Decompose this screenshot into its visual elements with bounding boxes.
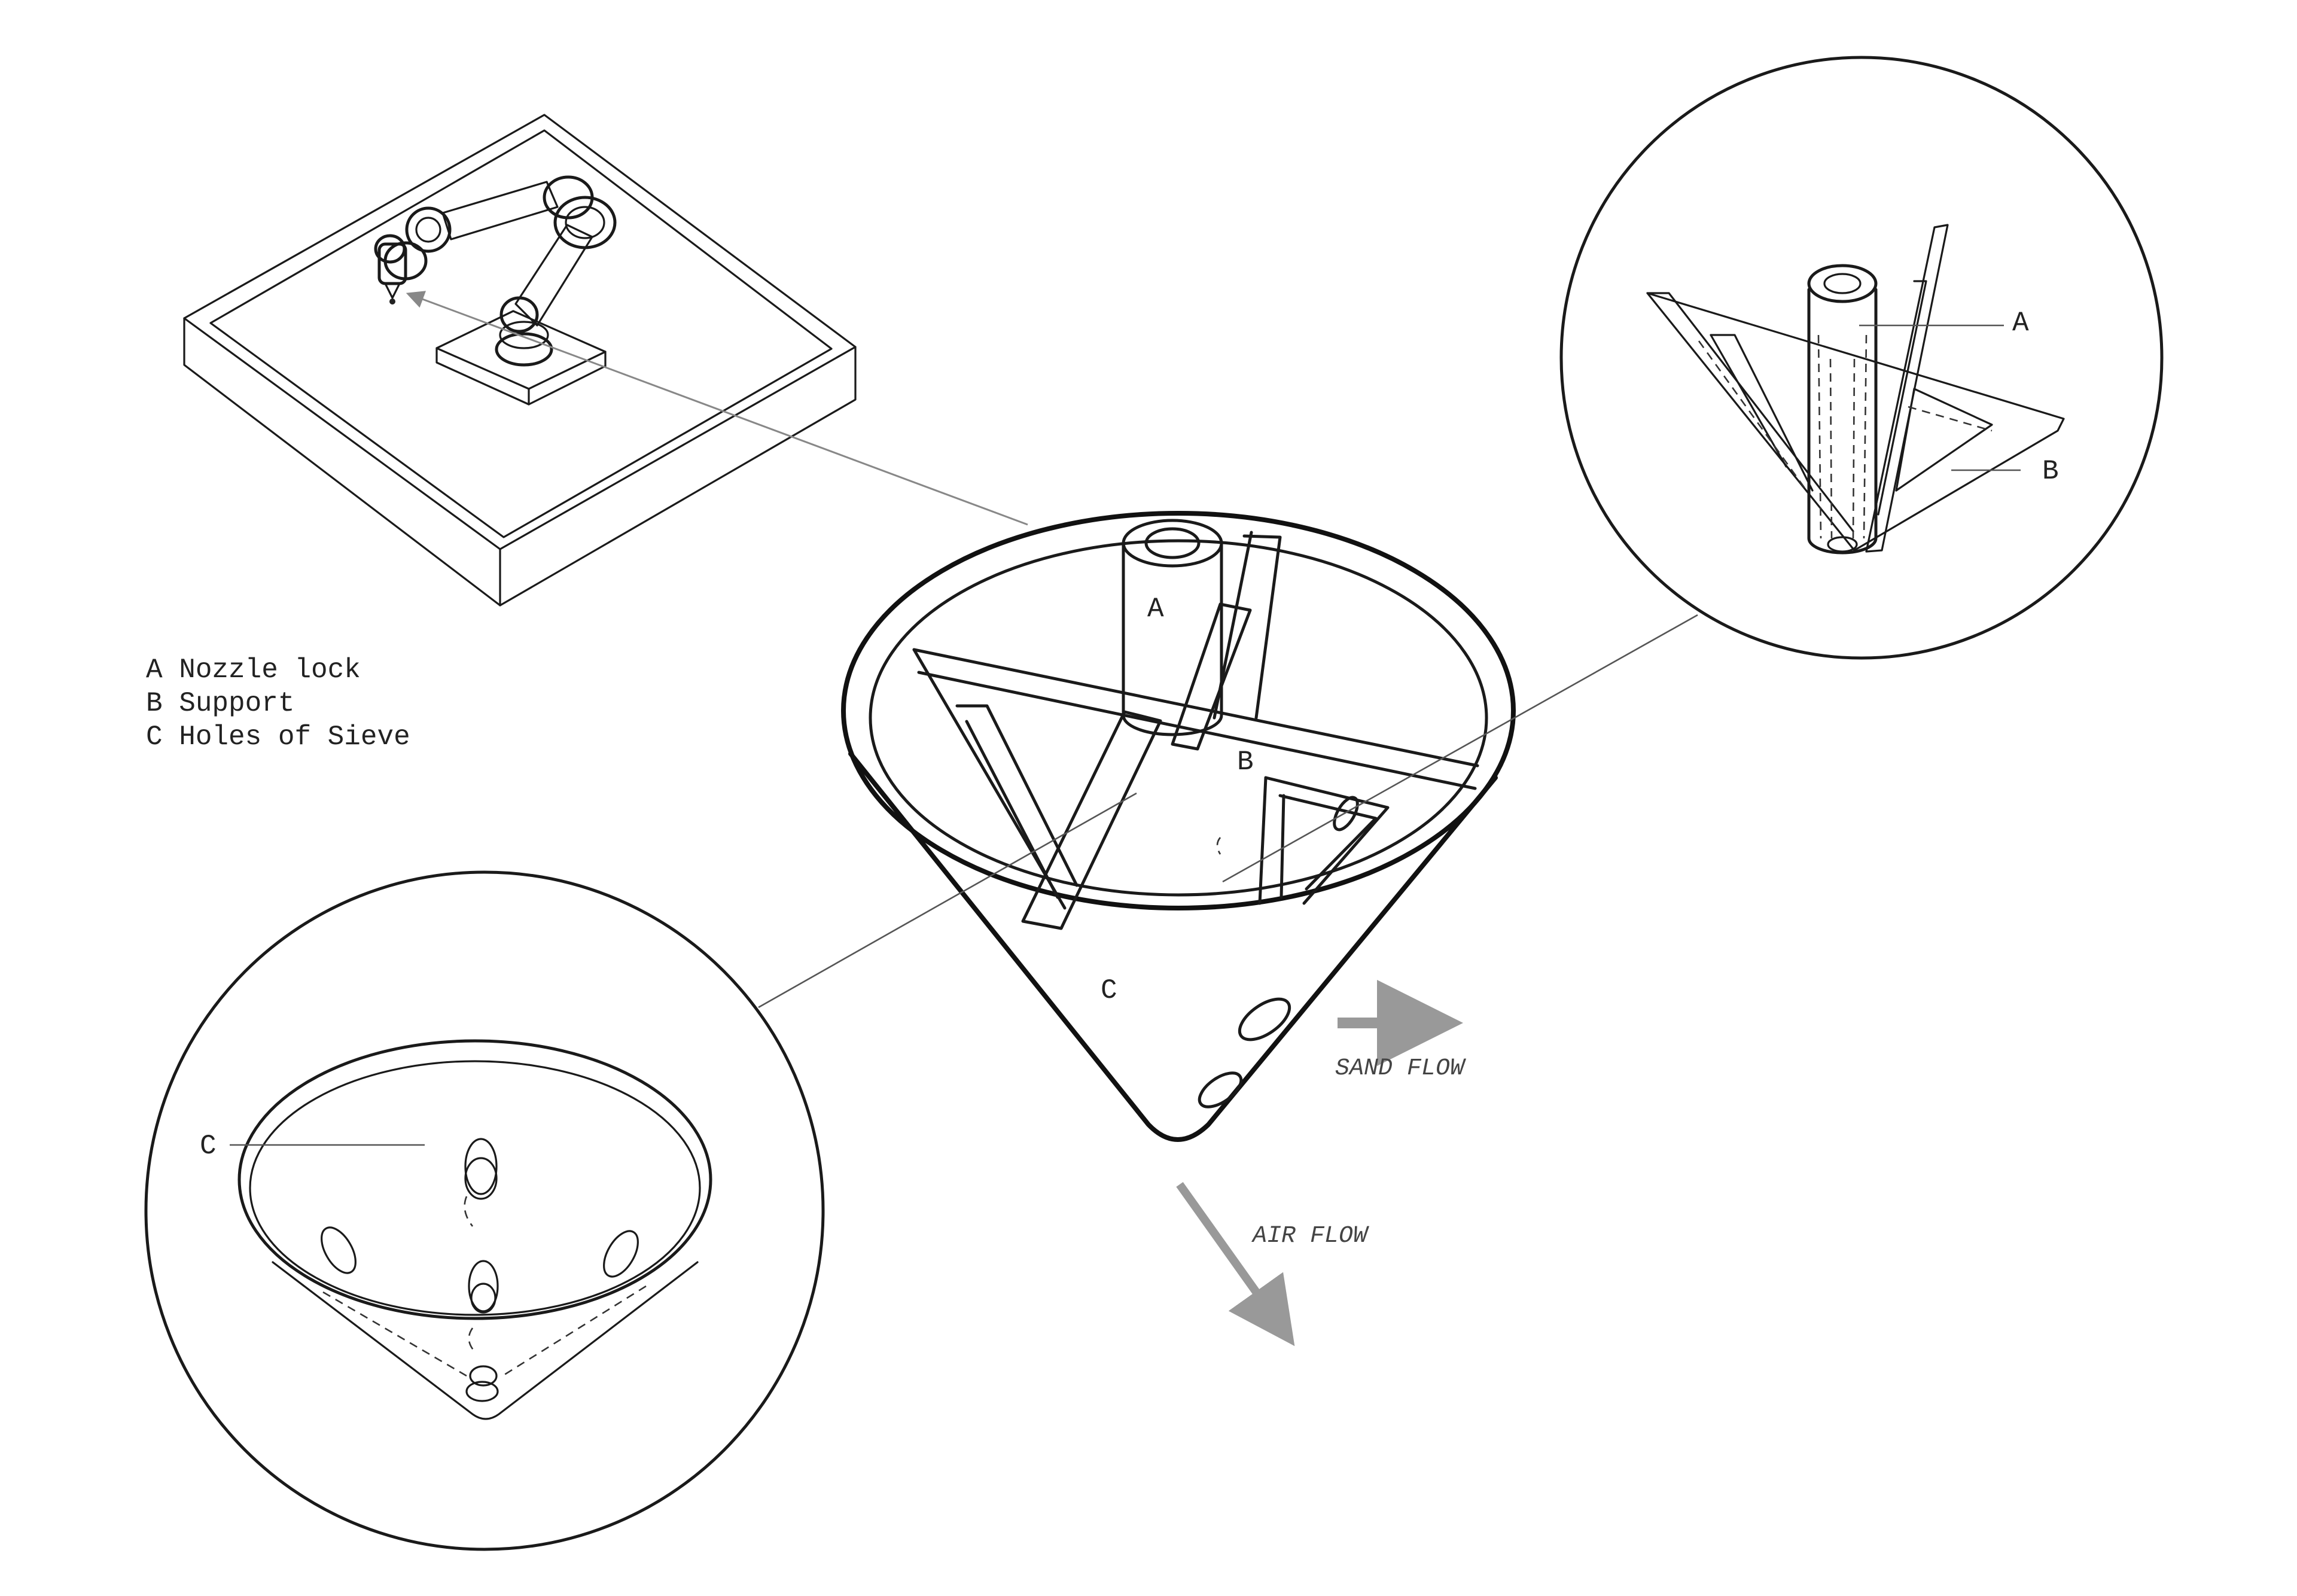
detail-top-label-b: B bbox=[2042, 456, 2059, 487]
legend-item-holes-of-sieve: C Holes of Sieve bbox=[146, 721, 410, 753]
leader-to-bottom-detail bbox=[758, 792, 1137, 1009]
detail-bottom-label-c: C bbox=[200, 1131, 217, 1162]
detail-circle-support: A B bbox=[1559, 56, 2164, 660]
main-label-a: A bbox=[1147, 593, 1164, 625]
detail-top-label-a: A bbox=[2012, 307, 2029, 339]
air-flow-arrow: AIR FLOW bbox=[1176, 1181, 1370, 1347]
sand-flow-label: SAND FLOW bbox=[1335, 1055, 1467, 1082]
main-label-c: C bbox=[1101, 975, 1117, 1006]
legend-item-nozzle-lock: A Nozzle lock bbox=[146, 654, 361, 686]
main-label-b: B bbox=[1237, 747, 1254, 778]
detail-circle-sieve-holes: C bbox=[144, 870, 825, 1551]
sand-flow-arrow: SAND FLOW bbox=[1335, 980, 1467, 1082]
robot-sandbox-illustration bbox=[183, 114, 1028, 607]
main-sieve-cone: A B C bbox=[841, 511, 1516, 1142]
leader-to-top-detail bbox=[1222, 614, 1698, 883]
air-flow-label: AIR FLOW bbox=[1251, 1223, 1370, 1250]
legend-item-support: B Support bbox=[146, 688, 295, 719]
